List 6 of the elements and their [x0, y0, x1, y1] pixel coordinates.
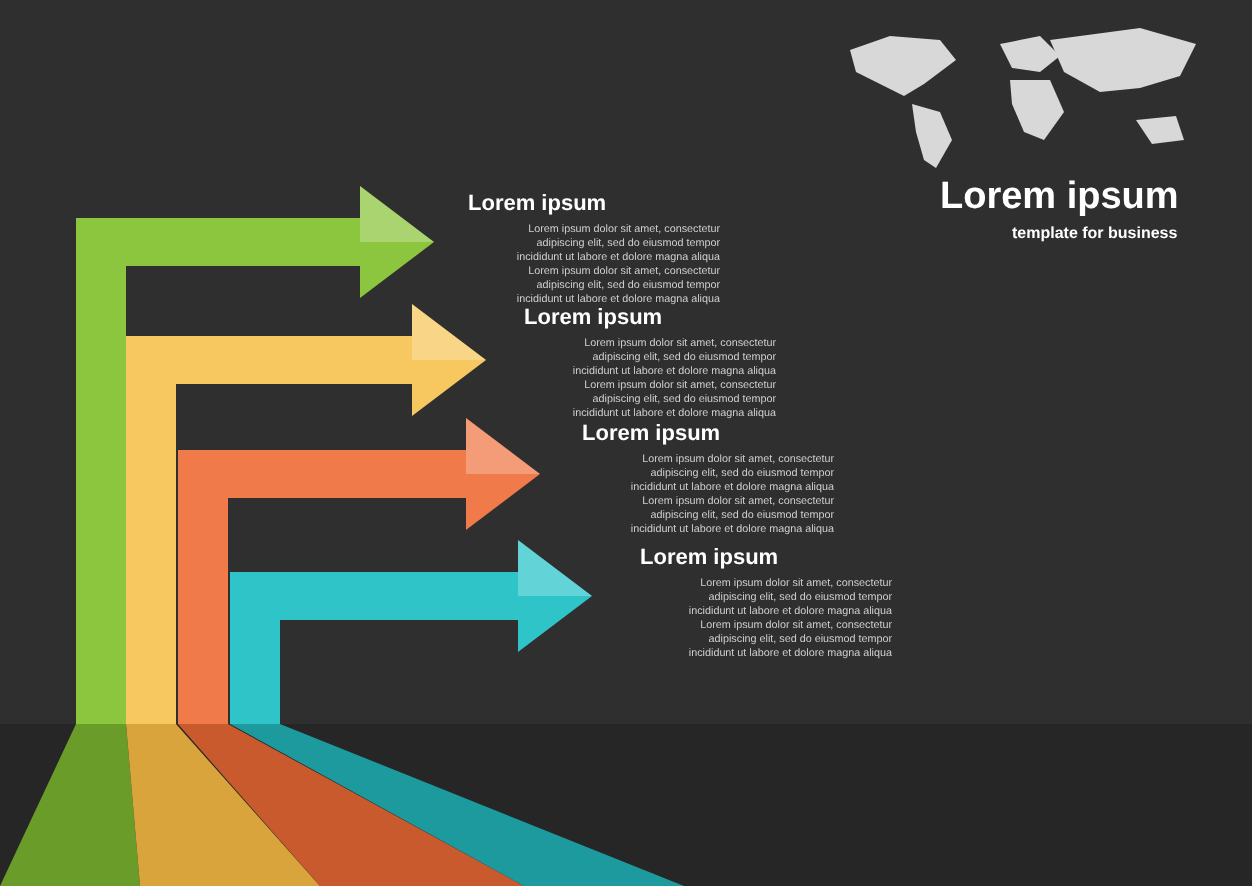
- heading: Lorem ipsum: [468, 192, 607, 216]
- subtitle: template for business: [1012, 224, 1178, 242]
- heading: Lorem ipsum: [640, 546, 779, 570]
- heading: Lorem ipsum: [582, 422, 721, 446]
- heading: Lorem ipsum: [524, 306, 663, 330]
- title: Lorem ipsum: [940, 176, 1179, 220]
